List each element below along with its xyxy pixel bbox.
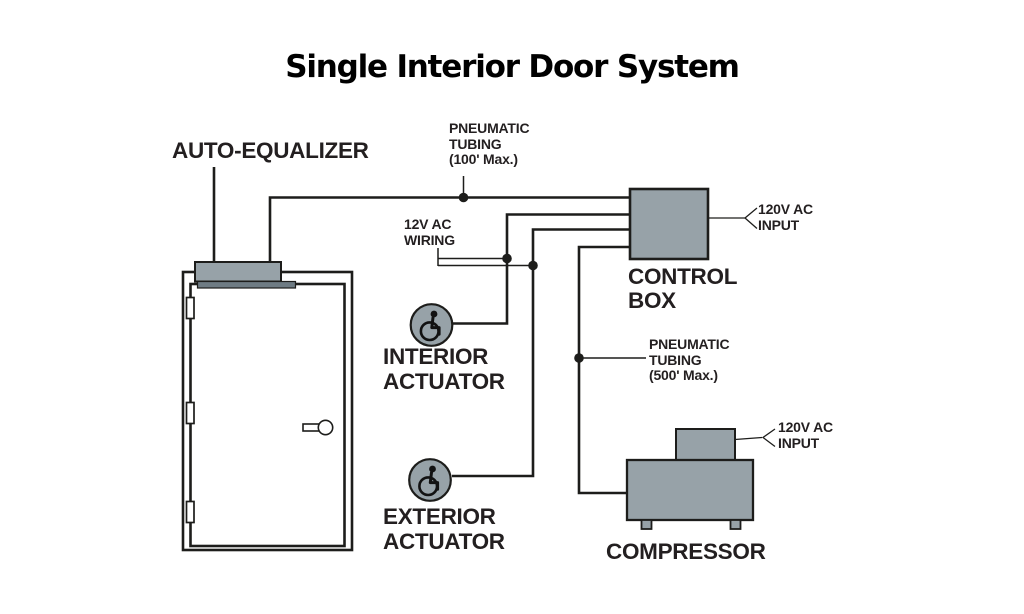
interior-actuator-label: INTERIOR ACTUATOR [383, 344, 505, 394]
input-120v-compressor-line [734, 436, 763, 441]
interior-actuator-wire [453, 213, 630, 325]
arrow-left-icon [743, 207, 758, 229]
pneumatic-tubing-100-run [268, 176, 630, 262]
door [181, 270, 354, 552]
wiring-12v-label: 12V AC WIRING [404, 216, 455, 248]
compressor-foot-left [640, 519, 653, 530]
exterior-actuator-label: EXTERIOR ACTUATOR [383, 504, 505, 554]
auto-equalizer-bar [196, 280, 297, 289]
exterior-actuator-wire [452, 228, 630, 478]
door-hinge-middle [185, 401, 195, 425]
connector-dot [528, 260, 538, 271]
compressor-foot-right [729, 519, 742, 530]
pneumatic-tubing-100-line [268, 196, 630, 262]
control-box [628, 187, 710, 261]
pneumatic-tubing-100-label: PNEUMATIC TUBING (100' Max.) [449, 120, 530, 167]
wheelchair-icon [419, 310, 441, 342]
arrow-left-icon [761, 428, 776, 448]
input-120v-control-callout [708, 207, 758, 229]
door-hinge-bottom [185, 500, 195, 524]
compressor-top-box [675, 428, 736, 461]
connector-dot [502, 253, 512, 264]
input-120v-compressor-label: 120V AC INPUT [778, 419, 833, 451]
auto-equalizer-label: AUTO-EQUALIZER [172, 138, 369, 163]
compressor-label: COMPRESSOR [606, 539, 766, 564]
pneumatic-tubing-500-line [577, 245, 630, 495]
input-120v-control-label: 120V AC INPUT [758, 201, 813, 233]
door-hinge-top [185, 296, 195, 320]
wiring-12v-callout [437, 248, 538, 271]
wheelchair-icon [418, 465, 440, 497]
auto-equalizer-box [194, 261, 282, 283]
control-box-label: CONTROL BOX [628, 264, 738, 313]
input-120v-compressor-callout [734, 428, 776, 448]
exterior-actuator-button [408, 458, 452, 502]
compressor-device [625, 428, 755, 530]
pneumatic-tubing-500-run [574, 245, 646, 495]
connector-dot [458, 192, 469, 203]
pneumatic-tubing-500-label: PNEUMATIC TUBING (500' Max.) [649, 336, 730, 383]
door-handle-knob [317, 419, 334, 436]
auto-equalizer-device [194, 167, 297, 289]
compressor-body [625, 458, 755, 522]
door-leaf [189, 282, 346, 548]
page-title: Single Interior Door System [285, 49, 740, 85]
interior-actuator-button [409, 303, 454, 347]
